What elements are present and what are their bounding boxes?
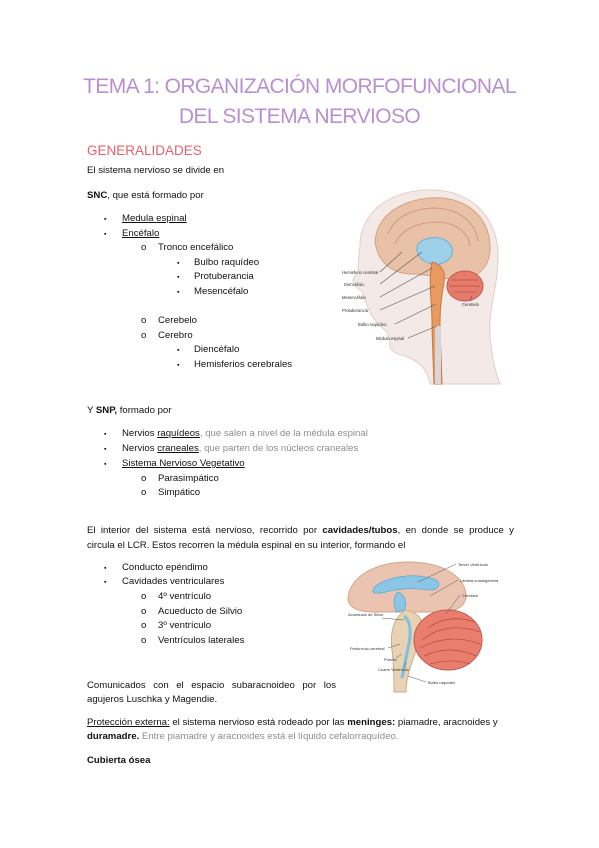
- figure-label: Protuberancia: [342, 308, 369, 313]
- list-item: Conducto epéndimo: [122, 562, 208, 573]
- bullet-icon: ▪: [104, 431, 107, 438]
- list-item-text: Nervios: [122, 428, 158, 439]
- list-item: 4º ventrículo: [158, 591, 212, 602]
- circle-bullet-icon: o: [141, 606, 147, 617]
- figure-label: Cerebelo: [462, 302, 480, 307]
- list-item: Diencéfalo: [194, 344, 240, 355]
- bullet-icon: ▪: [177, 362, 180, 369]
- list-item: Sistema Nervioso Vegetativo: [122, 458, 245, 469]
- circle-bullet-icon: o: [141, 315, 147, 326]
- paragraph-bold: cavidades/tubos: [322, 525, 398, 536]
- paragraph-text: El interior del sistema está nervioso, r…: [87, 525, 323, 536]
- list-item: Nervios raquídeos, que salen a nivel de …: [122, 428, 368, 440]
- proteccion-line1: Protección externa: el sistema nervioso …: [87, 717, 517, 729]
- figure-label: Bulbo raquídeo: [428, 680, 456, 685]
- section-heading: GENERALIDADES: [87, 143, 202, 158]
- list-item-underlined: craneales: [157, 443, 199, 454]
- list-item: Hemisferios cerebrales: [194, 359, 293, 370]
- proteccion-label: Protección externa:: [87, 717, 170, 728]
- paragraph-text: , en donde se produce y: [397, 525, 514, 536]
- list-item-underlined: raquídeos: [157, 428, 200, 439]
- bullet-icon: ▪: [177, 274, 180, 281]
- list-item-note: , que salen a nivel de la médula espinal: [199, 428, 368, 439]
- figure-label: Médula espinal: [376, 336, 404, 341]
- list-item: Simpático: [158, 487, 201, 498]
- comunicados-line2: agujeros Luschka y Magendie.: [87, 694, 218, 705]
- list-item: Mesencéfalo: [194, 286, 249, 297]
- list-item-text: Nervios: [122, 443, 158, 454]
- comunicados-line1: Comunicados con el espacio subaracnoideo…: [87, 680, 336, 691]
- figure-label: Hemisferio cerebral: [342, 270, 378, 275]
- snc-line: SNC, que está formado por: [87, 190, 204, 202]
- circle-bullet-icon: o: [141, 635, 147, 646]
- list-item: Protuberancia: [194, 271, 254, 282]
- bullet-icon: ▪: [177, 347, 180, 354]
- page-title-line1: TEMA 1: ORGANIZACIÓN MORFOFUNCIONAL: [83, 75, 516, 98]
- list-item: Tronco encefálico: [158, 242, 234, 253]
- bullet-icon: ▪: [104, 231, 107, 238]
- snp-label: SNP,: [95, 405, 118, 416]
- list-item: Acueducto de Silvio: [158, 606, 243, 617]
- list-item: Encéfalo: [122, 228, 160, 239]
- bullet-icon: ▪: [104, 579, 107, 586]
- circle-bullet-icon: o: [141, 487, 147, 498]
- figure-label: Bulbo raquídeo: [358, 322, 387, 327]
- figure-label: Mesencéfalo: [342, 295, 366, 300]
- bullet-icon: ▪: [104, 446, 107, 453]
- list-item: Medula espinal: [122, 213, 187, 224]
- circle-bullet-icon: o: [141, 591, 147, 602]
- list-item: Nervios craneales, que parten de los núc…: [122, 443, 358, 455]
- bullet-icon: ▪: [177, 260, 180, 267]
- bullet-icon: ▪: [104, 565, 107, 572]
- list-item: Cerebelo: [158, 315, 197, 326]
- figure-label: Lámina cuadrigémina: [460, 578, 499, 583]
- list-item-note: , que parten de los núcleos craneales: [198, 443, 359, 454]
- figure-label: Tercer Ventrículo: [458, 562, 489, 567]
- list-item: Cerebro: [158, 330, 193, 341]
- circle-bullet-icon: o: [141, 330, 147, 341]
- list-item: Cavidades ventriculares: [122, 576, 225, 587]
- circle-bullet-icon: o: [141, 473, 147, 484]
- circle-bullet-icon: o: [141, 620, 147, 631]
- snp-prefix: Y: [87, 405, 96, 416]
- paragraph-note: Entre piamadre y aracnoides está el líqu…: [139, 731, 399, 742]
- list-item: 3º ventrículo: [158, 620, 212, 631]
- snp-line: Y SNP, formado por: [87, 405, 171, 417]
- paragraph-bold: duramadre.: [87, 731, 140, 742]
- paragraph-text: el sistema nervioso está rodeado por las: [169, 717, 348, 728]
- paragraph-text: piamadre, aracnoides y: [395, 717, 498, 728]
- figure-label: Acueducto de Silvio: [348, 612, 384, 617]
- figure-label: Puente: [384, 657, 397, 662]
- bullet-icon: ▪: [104, 216, 107, 223]
- snp-suffix: formado por: [117, 405, 172, 416]
- cubierta-heading: Cubierta ósea: [87, 755, 151, 766]
- page-title-line2: DEL SISTEMA NERVIOSO: [178, 105, 421, 128]
- list-item: Bulbo raquídeo: [194, 257, 260, 268]
- ventricles-figure: Tercer Ventrículo Lámina cuadrigémina Ce…: [347, 561, 499, 693]
- figure-label: Diencéfalo: [344, 282, 364, 287]
- snc-label: SNC: [87, 190, 108, 201]
- list-item: Parasimpático: [158, 473, 219, 484]
- bullet-icon: ▪: [104, 461, 107, 468]
- brain-sagittal-figure: Hemisferio cerebral Diencéfalo Mesencéfa…: [342, 189, 501, 385]
- intro-text: El sistema nervioso se divide en: [87, 165, 225, 176]
- figure-label: Pedúnculo cerebral: [350, 646, 385, 651]
- figure-label: Cuarto Ventrículo: [378, 667, 410, 672]
- interior-line1: El interior del sistema está nervioso, r…: [87, 525, 514, 537]
- figure-label: Cerebelo: [462, 593, 479, 598]
- interior-line2: circula el LCR. Estos recorren la médula…: [87, 540, 406, 551]
- proteccion-line2: duramadre. Entre piamadre y aracnoides e…: [87, 731, 398, 743]
- list-item: Ventrículos laterales: [158, 635, 245, 646]
- paragraph-bold: meninges:: [347, 717, 396, 728]
- snc-suffix: , que está formado por: [107, 190, 204, 201]
- bullet-icon: ▪: [177, 289, 180, 296]
- circle-bullet-icon: o: [141, 242, 147, 253]
